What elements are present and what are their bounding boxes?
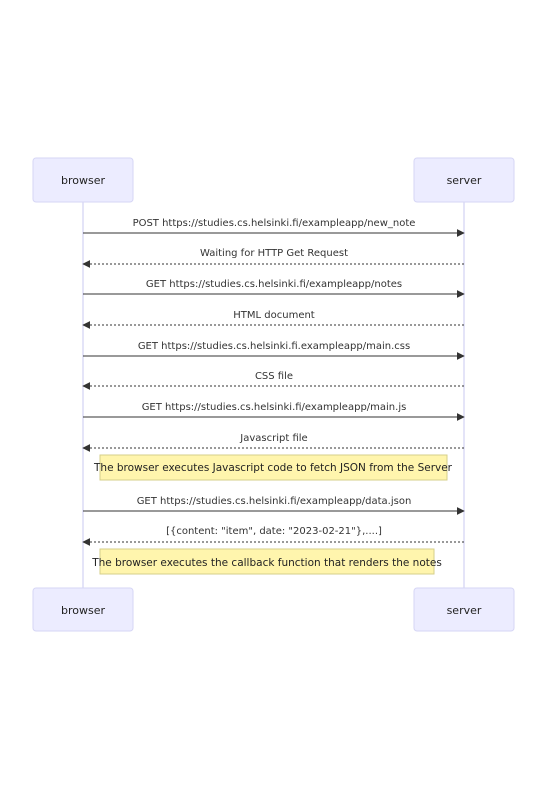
message-2-label: Waiting for HTTP Get Request (200, 248, 348, 259)
server-actor-top-label: server (447, 174, 482, 187)
message-3: GET https://studies.cs.helsinki.fi/examp… (83, 279, 465, 298)
message-2: Waiting for HTTP Get Request (82, 248, 464, 268)
browser-actor-top: browser (32, 157, 134, 203)
note-1-text: The browser executes Javascript code to … (93, 462, 453, 474)
server-actor-top: server (413, 157, 515, 203)
server-actor-bottom-label: server (447, 604, 482, 617)
message-1-label: POST https://studies.cs.helsinki.fi/exam… (133, 218, 416, 229)
message-9: GET https://studies.cs.helsinki.fi/examp… (83, 496, 465, 515)
message-3-label: GET https://studies.cs.helsinki.fi/examp… (146, 279, 402, 290)
message-1: POST https://studies.cs.helsinki.fi/exam… (83, 218, 465, 237)
message-6-label: CSS file (255, 371, 293, 382)
message-5-label: GET https://studies.cs.helsinki.fi.examp… (138, 341, 410, 352)
server-actor-bottom: server (413, 587, 515, 632)
message-8: Javascript file (82, 433, 464, 452)
browser-actor-bottom: browser (32, 587, 134, 632)
note-2-text: The browser executes the callback functi… (91, 557, 442, 569)
note-2: The browser executes the callback functi… (91, 548, 442, 575)
message-10-label: [{content: "item", date: "2023-02-21"},.… (166, 526, 382, 537)
message-4: HTML document (82, 310, 464, 329)
browser-actor-top-label: browser (61, 174, 105, 187)
message-5: GET https://studies.cs.helsinki.fi.examp… (83, 341, 465, 360)
message-7-label: GET https://studies.cs.helsinki.fi/examp… (142, 402, 407, 413)
note-1: The browser executes Javascript code to … (93, 454, 453, 481)
browser-actor-bottom-label: browser (61, 604, 105, 617)
message-7: GET https://studies.cs.helsinki.fi/examp… (83, 402, 465, 421)
message-8-label: Javascript file (239, 433, 307, 444)
message-6: CSS file (82, 371, 464, 390)
message-10: [{content: "item", date: "2023-02-21"},.… (82, 526, 464, 546)
message-9-label: GET https://studies.cs.helsinki.fi/examp… (137, 496, 412, 507)
message-4-label: HTML document (233, 310, 315, 321)
